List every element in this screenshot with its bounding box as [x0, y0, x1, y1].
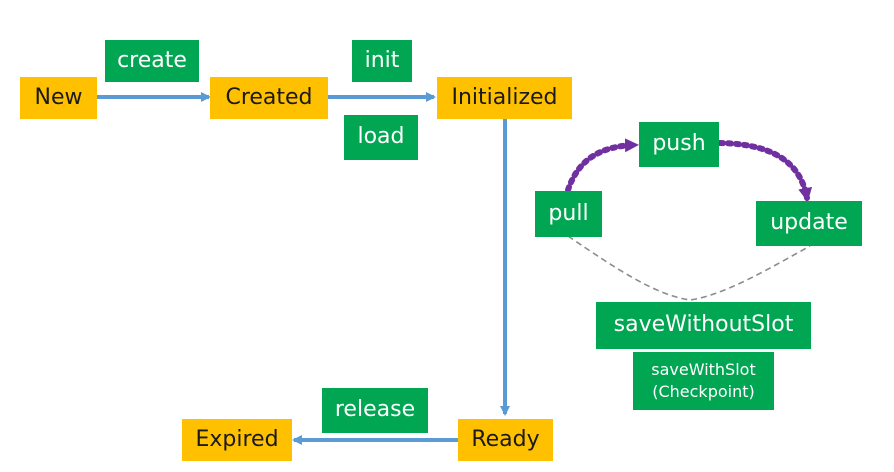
arrow-push-to-update	[717, 140, 813, 202]
state-created: Created	[210, 77, 328, 119]
state-new: New	[20, 77, 97, 119]
action-create-label: create	[117, 47, 187, 73]
action-load: load	[344, 115, 418, 160]
action-load-label: load	[357, 124, 405, 150]
action-save-with-slot: saveWithSlot (Checkpoint)	[633, 352, 774, 410]
action-create: create	[105, 40, 199, 82]
action-update: update	[756, 201, 862, 246]
state-ready: Ready	[458, 419, 553, 461]
action-release: release	[322, 388, 428, 433]
state-new-label: New	[34, 84, 83, 110]
action-save-with-slot-note: (Checkpoint)	[652, 382, 755, 401]
action-save-without-slot: saveWithoutSlot	[596, 302, 811, 349]
action-push-label: push	[652, 131, 706, 157]
action-pull: pull	[535, 191, 602, 237]
action-update-label: update	[770, 210, 848, 236]
action-init: init	[352, 40, 412, 82]
state-expired: Expired	[182, 419, 292, 461]
state-ready-label: Ready	[471, 426, 540, 452]
state-created-label: Created	[225, 84, 313, 110]
action-save-with-slot-label: saveWithSlot	[651, 360, 756, 380]
action-init-label: init	[364, 47, 400, 73]
state-expired-label: Expired	[195, 426, 279, 452]
state-initialized-label: Initialized	[451, 84, 558, 110]
action-pull-label: pull	[548, 200, 589, 226]
state-initialized: Initialized	[437, 77, 572, 119]
action-release-label: release	[334, 397, 416, 423]
arrow-pull-to-push	[565, 138, 639, 193]
action-push: push	[639, 122, 719, 167]
action-save-without-slot-label: saveWithoutSlot	[613, 312, 794, 338]
